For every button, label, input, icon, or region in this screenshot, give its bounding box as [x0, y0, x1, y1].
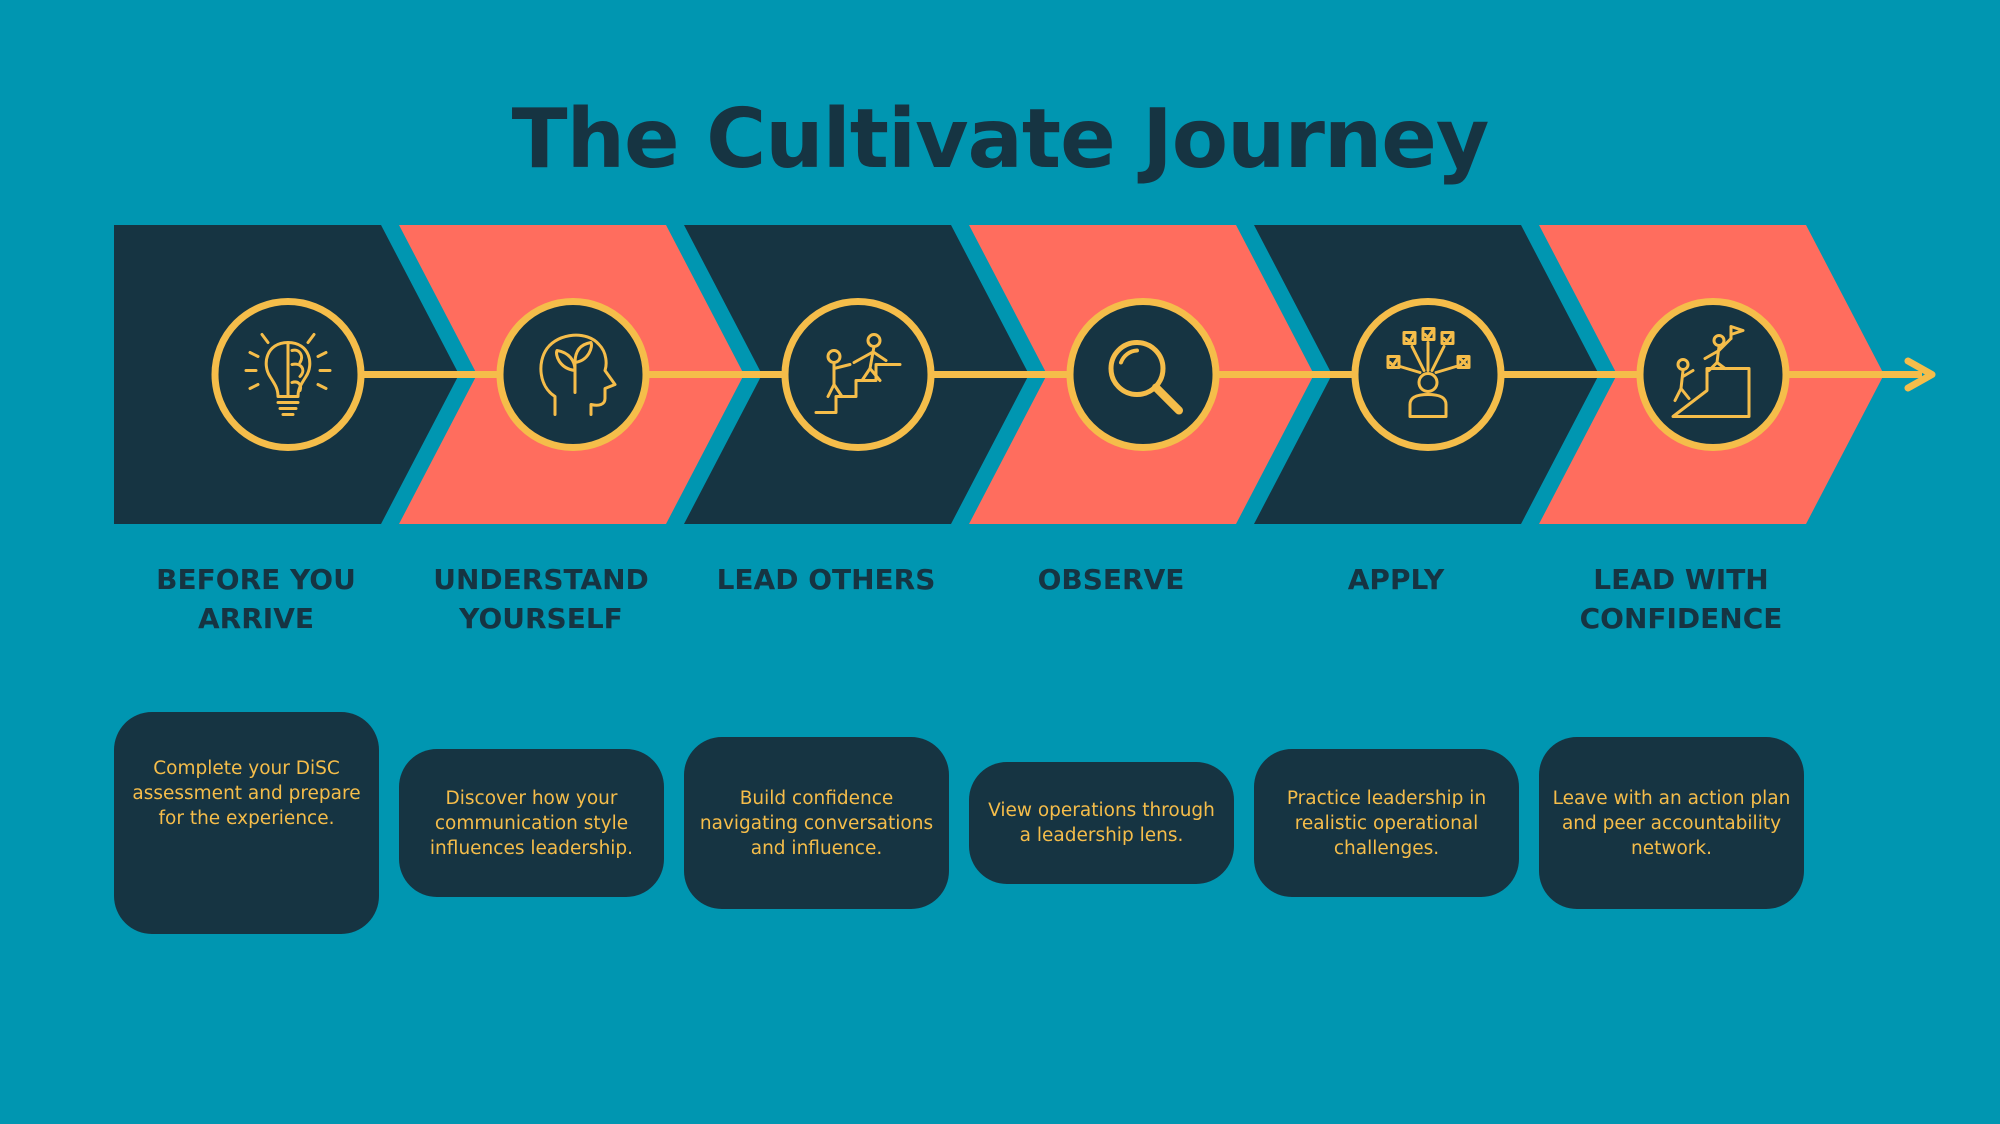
- head-sprout-icon: [539, 333, 617, 416]
- step-card-2: Discover how your communication style in…: [399, 749, 664, 897]
- step-medallion-6: [1636, 298, 1790, 451]
- step-medallion-5: [1351, 298, 1505, 451]
- step-label-5: APPLY: [1347, 563, 1445, 596]
- step-card-1: Complete your DiSC assessment and prepar…: [114, 712, 379, 934]
- person-choices-icon: [1386, 327, 1471, 418]
- helping-hand-stairs-icon: [814, 333, 902, 414]
- magnifier-icon: [1108, 340, 1183, 415]
- climb-summit-flag-icon: [1671, 325, 1751, 418]
- step-card-4: View operations through a leadership len…: [969, 762, 1234, 884]
- step-medallion-2: [496, 298, 650, 451]
- step-card-6: Leave with an action plan and peer accou…: [1539, 737, 1804, 909]
- step-label-4: OBSERVE: [1037, 563, 1185, 596]
- step-card-5: Practice leadership in realistic operati…: [1254, 749, 1519, 897]
- step-description: Build confidence navigating conversation…: [699, 787, 934, 859]
- step-description: View operations through a leadership len…: [988, 800, 1215, 846]
- step-description: Discover how your communication style in…: [429, 787, 634, 859]
- page-title: The Cultivate Journey: [511, 92, 1490, 187]
- lightbulb-brain-icon: [244, 333, 332, 416]
- arrow-head-icon: [1904, 357, 1936, 392]
- step-description: Complete your DiSC assessment and prepar…: [132, 757, 361, 829]
- step-description: Leave with an action plan and peer accou…: [1552, 787, 1791, 859]
- step-medallion-4: [1066, 298, 1220, 451]
- step-label-6: LEAD WITH CONFIDENCE: [1579, 563, 1783, 635]
- step-card-3: Build confidence navigating conversation…: [684, 737, 949, 909]
- step-label-3: LEAD OTHERS: [716, 563, 936, 596]
- step-medallion-3: [781, 298, 935, 451]
- step-label-1: BEFORE YOU ARRIVE: [156, 563, 356, 635]
- step-medallion-1: [211, 298, 365, 451]
- icon-medallions: [211, 298, 1790, 451]
- step-description: Practice leadership in realistic operati…: [1286, 787, 1487, 859]
- step-label-2: UNDERSTAND YOURSELF: [433, 563, 649, 635]
